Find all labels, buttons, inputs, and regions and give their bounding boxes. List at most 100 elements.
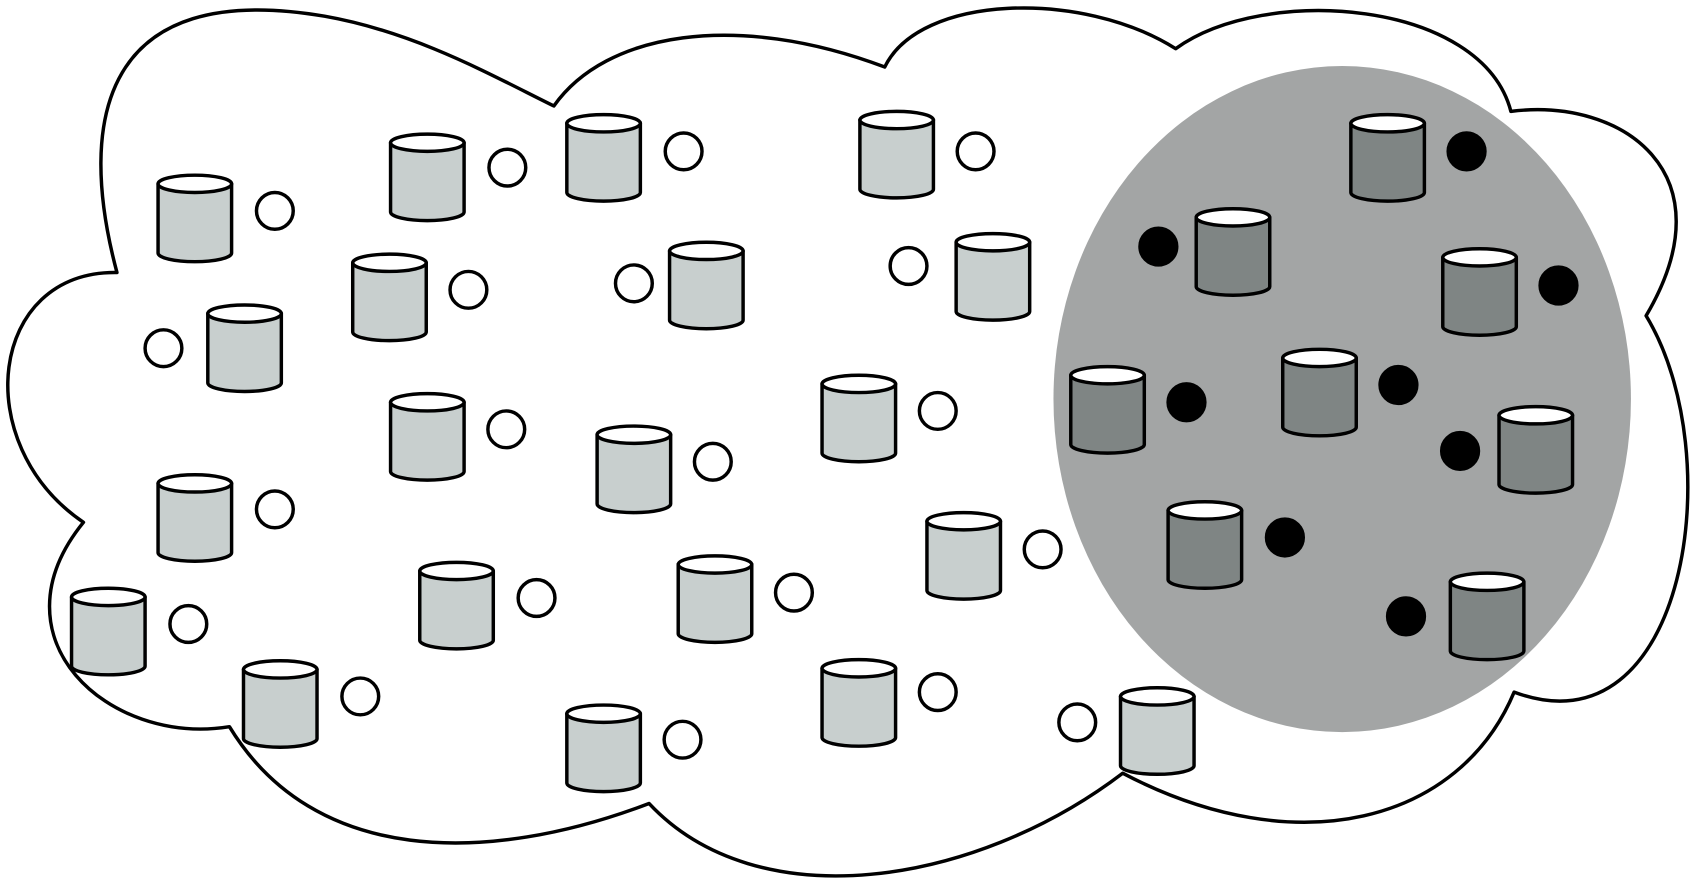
- cylinder-body: [565, 121, 643, 203]
- hollow-circle-marker: [917, 671, 958, 713]
- filled-circle-marker: [1446, 131, 1487, 172]
- database-cylinder-icon: [1349, 112, 1427, 203]
- database-cylinder-icon: [156, 173, 234, 264]
- cylinder-body: [241, 667, 319, 749]
- cylinder-body: [1118, 694, 1196, 776]
- cylinder-body: [1441, 255, 1519, 337]
- hollow-circle-marker: [613, 263, 654, 304]
- hollow-circle-marker: [516, 577, 557, 619]
- cylinder-body: [820, 666, 898, 748]
- database-cylinder-icon: [925, 510, 1003, 601]
- cylinder-body: [350, 261, 428, 343]
- database-cylinder-icon: [69, 586, 147, 677]
- database-cylinder-icon: [350, 252, 428, 343]
- database-cylinder-icon: [1448, 571, 1526, 662]
- cylinder-body: [595, 432, 673, 515]
- cylinder-top: [954, 231, 1032, 253]
- cylinder-top: [206, 303, 284, 324]
- cylinder-body: [388, 141, 466, 223]
- database-cylinder-icon: [418, 560, 496, 651]
- hollow-circle-marker: [448, 269, 489, 310]
- database-cylinder-icon: [954, 231, 1032, 322]
- database-cylinder-icon: [156, 473, 234, 563]
- cylinder-body: [1280, 356, 1358, 438]
- cylinder-body: [667, 249, 745, 331]
- database-cylinder-icon: [1280, 347, 1358, 438]
- cylinder-top: [1194, 206, 1272, 228]
- database-cylinder-icon: [565, 112, 643, 203]
- cylinder-top: [156, 173, 234, 195]
- filled-circle-marker: [1439, 430, 1481, 472]
- database-cylinder-icon: [676, 554, 754, 645]
- filled-circle-marker: [1378, 364, 1419, 406]
- filled-circle-marker: [1264, 517, 1306, 558]
- cylinder-top: [1069, 364, 1147, 386]
- database-cylinder-icon: [1118, 686, 1196, 776]
- cylinder-top: [667, 240, 745, 262]
- cylinder-body: [1497, 413, 1575, 495]
- cylinder-top: [1497, 404, 1575, 426]
- cylinder-body: [1166, 508, 1244, 590]
- cylinder-top: [925, 510, 1003, 532]
- cylinder-top: [1118, 686, 1196, 707]
- cylinder-top: [156, 473, 234, 494]
- database-cylinder-icon: [1441, 246, 1519, 337]
- hollow-circle-marker: [254, 190, 295, 231]
- hollow-circle-marker: [340, 676, 381, 717]
- hollow-circle-marker: [955, 131, 996, 172]
- cylinder-body: [69, 595, 147, 677]
- hollow-circle-marker: [486, 409, 527, 450]
- hollow-circle-marker: [663, 131, 704, 172]
- hollow-circle-marker: [888, 245, 929, 287]
- filled-circle-marker: [1538, 265, 1579, 306]
- cylinder-top: [418, 560, 496, 582]
- hollow-circle-marker: [1022, 529, 1063, 570]
- cylinder-top: [820, 657, 898, 679]
- cylinder-body: [156, 182, 234, 264]
- cylinder-body: [388, 400, 466, 482]
- cylinder-body: [676, 562, 754, 645]
- cylinder-top: [1441, 246, 1519, 268]
- database-cylinder-icon: [595, 424, 673, 515]
- hollow-circle-marker: [692, 441, 733, 482]
- database-cylinder-icon: [1069, 364, 1147, 455]
- cylinder-body: [1069, 373, 1147, 455]
- hollow-circle-marker: [662, 719, 703, 760]
- cylinder-body: [820, 382, 898, 464]
- cylinder-top: [350, 252, 428, 274]
- cylinder-top: [595, 424, 673, 446]
- database-cylinder-icon: [1194, 206, 1272, 297]
- cylinder-body: [1349, 121, 1427, 203]
- cylinder-top: [69, 586, 147, 608]
- cylinder-body: [156, 481, 234, 563]
- cylinder-top: [1349, 112, 1427, 134]
- cylinder-top: [820, 373, 898, 395]
- cylinder-top: [1448, 571, 1526, 593]
- cylinder-body: [925, 519, 1003, 601]
- cylinder-body: [206, 311, 284, 394]
- filled-circle-marker: [1385, 596, 1427, 637]
- cylinder-body: [858, 118, 936, 200]
- database-cylinder-icon: [1166, 500, 1244, 590]
- hollow-circle-marker: [254, 489, 295, 530]
- database-cylinder-icon: [858, 109, 936, 200]
- cylinder-top: [858, 109, 936, 131]
- database-cylinder-icon: [241, 659, 319, 749]
- cylinder-body: [1194, 215, 1272, 297]
- cylinder-top: [676, 554, 754, 575]
- database-cylinder-icon: [667, 240, 745, 331]
- database-cylinder-icon: [206, 303, 284, 394]
- cylinder-top: [388, 132, 466, 154]
- database-cylinder-icon: [388, 132, 466, 223]
- hollow-circle-marker: [168, 603, 209, 645]
- node-group: [69, 109, 1579, 794]
- cylinder-top: [241, 659, 319, 680]
- cylinder-top: [388, 391, 466, 413]
- cylinder-top: [1280, 347, 1358, 369]
- database-cylinder-icon: [820, 657, 898, 748]
- hollow-circle-marker: [143, 328, 184, 369]
- hollow-circle-marker: [917, 390, 958, 432]
- cylinder-top: [565, 112, 643, 134]
